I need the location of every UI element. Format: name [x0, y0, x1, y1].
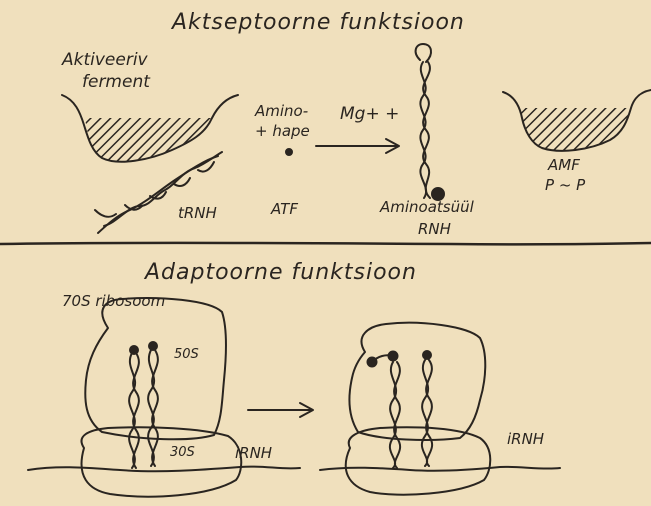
label-ribosome: 70S ribosoom: [62, 294, 165, 309]
mrna-strand-left: [28, 467, 300, 472]
label-activating-enzyme-line2: ferment: [82, 74, 150, 91]
label-atp: ATF: [271, 202, 298, 217]
ribosome-small-subunit-right: [346, 427, 491, 494]
section-divider: [0, 243, 651, 245]
label-magnesium: Mg+ +: [340, 106, 399, 123]
amino-acid-dot: [286, 149, 292, 155]
label-trna: tRNH: [178, 206, 217, 221]
ribosome-large-subunit-right: [350, 323, 486, 440]
aminoacyl-trna-strand: [416, 44, 431, 198]
label-aminoacyl-line1: Aminoatsüül: [380, 200, 474, 215]
label-activating-enzyme-line1: Aktiveeriv: [62, 52, 148, 69]
trna-in-ribosome-right: [390, 360, 432, 468]
label-aminoacyl-line2: RNH: [418, 222, 451, 237]
enzyme-active-site-right: [520, 108, 632, 151]
label-amino-acid-line1: Amino-: [255, 104, 308, 119]
bottom-section-title: Adaptoorne funktsioon: [145, 262, 417, 284]
label-mrna-right: iRNH: [507, 432, 544, 447]
label-large-subunit: 50S: [174, 348, 199, 361]
trna-in-ribosome-left: [129, 350, 158, 468]
label-small-subunit: 30S: [170, 446, 195, 459]
label-mrna-left: iRNH: [235, 446, 272, 461]
label-amino-acid-line2: + hape: [255, 124, 310, 139]
top-section-title: Aktseptoorne funktsioon: [172, 12, 465, 34]
label-amp: AMF: [548, 158, 580, 173]
label-pyrophosphate: P ~ P: [545, 178, 585, 193]
ribosome-small-subunit-left: [81, 427, 241, 496]
mrna-strand-right: [320, 467, 560, 471]
